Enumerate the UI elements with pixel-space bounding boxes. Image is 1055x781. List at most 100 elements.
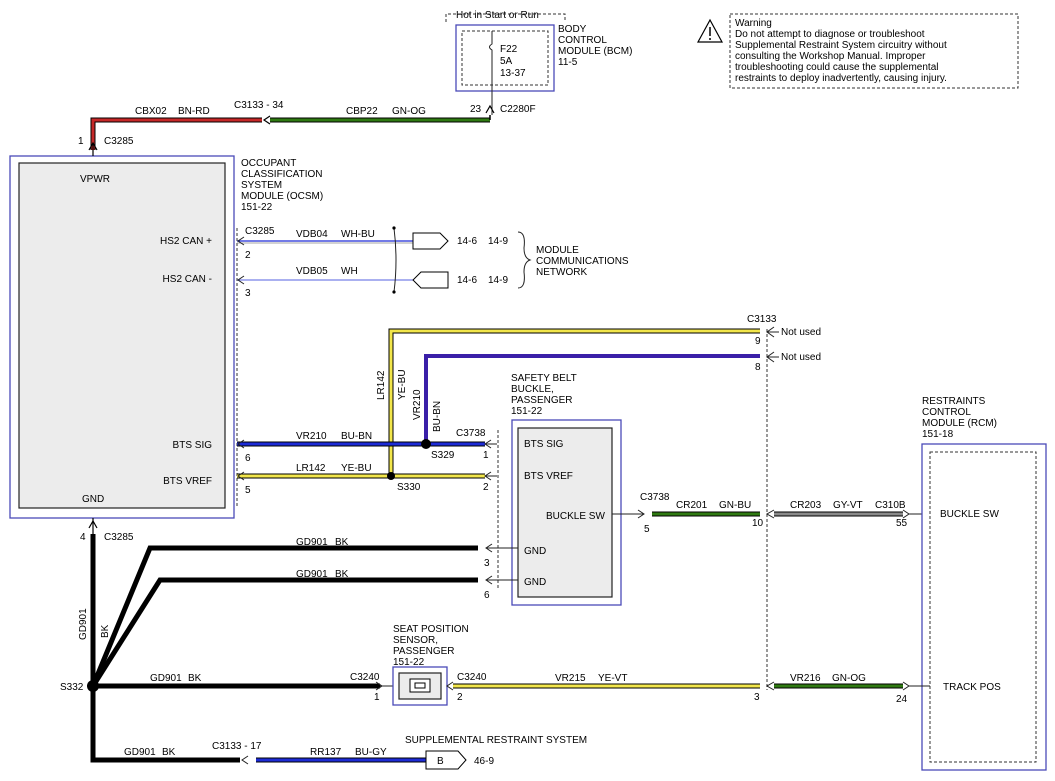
svg-text:8: 8 [755, 362, 761, 373]
buckle-bts-sig-pin: BTS SIG [524, 439, 564, 450]
svg-text:BU-GY: BU-GY [355, 747, 387, 758]
svg-text:14-9: 14-9 [488, 275, 508, 286]
connector-c3285-gnd: C3285 [104, 532, 134, 543]
rcm-track-pos-pin: TRACK POS [943, 682, 1001, 693]
svg-text:1: 1 [374, 692, 380, 703]
svg-text:BODY: BODY [558, 24, 587, 35]
svg-text:55: 55 [896, 518, 908, 529]
rcm-title: RESTRAINTS CONTROL MODULE (RCM) 151-18 [922, 396, 997, 440]
svg-text:11-5: 11-5 [558, 57, 578, 68]
svg-text:PASSENGER: PASSENGER [511, 395, 573, 406]
svg-text:VR210: VR210 [412, 389, 423, 420]
svg-text:BK: BK [335, 569, 349, 580]
svg-text:151-22: 151-22 [511, 406, 543, 417]
connector-c3133-17: C3133 - 17 [212, 741, 262, 752]
svg-text:GN-BU: GN-BU [719, 500, 751, 511]
svg-text:GD901: GD901 [296, 569, 328, 580]
svg-text:VR216: VR216 [790, 673, 821, 684]
svg-text:GD901: GD901 [78, 608, 89, 640]
svg-text:Supplemental Restraint System: Supplemental Restraint System circuitry … [735, 40, 947, 51]
ocsm-hs2-can-minus-pin: HS2 CAN - [163, 274, 212, 285]
svg-text:GD901: GD901 [124, 747, 156, 758]
svg-text:BU-BN: BU-BN [432, 401, 443, 432]
svg-text:23: 23 [470, 104, 482, 115]
rcm-box [921, 443, 1047, 771]
warning-box [729, 13, 1019, 89]
svg-text:3: 3 [245, 288, 251, 299]
svg-text:RR137: RR137 [310, 747, 342, 758]
svg-text:9: 9 [755, 336, 761, 347]
connector-c3240-left: C3240 [350, 672, 380, 683]
svg-text:LR142: LR142 [376, 370, 387, 400]
svg-text:CR203: CR203 [790, 500, 822, 511]
svg-text:OCCUPANT: OCCUPANT [241, 158, 296, 169]
svg-text:BK: BK [335, 537, 349, 548]
wire-vr210-riser [424, 354, 760, 444]
ocsm-title: OCCUPANT CLASSIFICATION SYSTEM MODULE (O… [241, 158, 323, 213]
wire-gd901-lower [90, 577, 478, 688]
svg-text:14-6: 14-6 [457, 236, 477, 247]
svg-text:BN-RD: BN-RD [178, 106, 210, 117]
svg-text:GD901: GD901 [296, 537, 328, 548]
svg-text:151-22: 151-22 [393, 657, 425, 668]
network-label: MODULE COMMUNICATIONS NETWORK [536, 245, 629, 278]
svg-text:Do not attempt to diagnose or: Do not attempt to diagnose or troublesho… [735, 29, 925, 40]
bcm-box [455, 24, 555, 92]
svg-text:BU-BN: BU-BN [341, 431, 372, 442]
svg-text:COMMUNICATIONS: COMMUNICATIONS [536, 256, 629, 267]
svg-text:GN-OG: GN-OG [832, 673, 866, 684]
svg-text:SENSOR,: SENSOR, [393, 635, 438, 646]
svg-text:restraints to deploy inadverte: restraints to deploy inadvertently, caus… [735, 73, 947, 84]
svg-text:YE-BU: YE-BU [341, 463, 372, 474]
svg-text:5A: 5A [500, 56, 513, 67]
svg-text:GN-OG: GN-OG [392, 106, 426, 117]
svg-text:24: 24 [896, 694, 908, 705]
connector-c3285-can: C3285 [245, 226, 275, 237]
svg-text:6: 6 [484, 590, 490, 601]
svg-text:CONTROL: CONTROL [922, 407, 971, 418]
svg-text:CBP22: CBP22 [346, 106, 378, 117]
warning-text: Warning Do not attempt to diagnose or tr… [735, 18, 947, 84]
svg-text:3: 3 [484, 558, 490, 569]
connector-c3133-right: C3133 [747, 314, 777, 325]
svg-text:6: 6 [245, 453, 251, 464]
svg-text:4: 4 [80, 532, 86, 543]
svg-text:troubleshooting could cause th: troubleshooting could cause the suppleme… [735, 62, 938, 73]
connector-c2280f: C2280F [500, 104, 536, 115]
svg-text:MODULE (BCM): MODULE (BCM) [558, 46, 632, 57]
svg-text:BK: BK [100, 624, 111, 638]
seat-sensor-icon [409, 678, 431, 693]
svg-text:WH-BU: WH-BU [341, 229, 375, 240]
svg-text:14-6: 14-6 [457, 275, 477, 286]
svg-text:S329: S329 [431, 450, 455, 461]
svg-text:46-9: 46-9 [474, 756, 494, 767]
svg-text:YE-VT: YE-VT [598, 673, 627, 684]
svg-text:13-37: 13-37 [500, 68, 526, 79]
svg-text:SAFETY BELT: SAFETY BELT [511, 373, 577, 384]
svg-text:VDB05: VDB05 [296, 266, 328, 277]
connector-c3738-bottom: C3738 [640, 492, 670, 503]
svg-text:10: 10 [752, 518, 764, 529]
connector-c310b: C310B [875, 500, 906, 511]
svg-text:CBX02: CBX02 [135, 106, 167, 117]
svg-text:Not used: Not used [781, 327, 821, 338]
svg-text:BK: BK [188, 673, 202, 684]
svg-text:CR201: CR201 [676, 500, 708, 511]
wire-gd901-srs [90, 740, 240, 763]
buckle-sw-pin: BUCKLE SW [546, 511, 605, 522]
svg-text:Warning: Warning [735, 18, 772, 29]
svg-text:B: B [437, 756, 444, 767]
svg-text:Not used: Not used [781, 352, 821, 363]
svg-text:5: 5 [644, 524, 650, 535]
svg-text:GD901: GD901 [150, 673, 182, 684]
svg-text:MODULE (OCSM): MODULE (OCSM) [241, 191, 323, 202]
svg-text:5: 5 [245, 485, 251, 496]
svg-text:151-18: 151-18 [922, 429, 954, 440]
svg-text:2: 2 [457, 692, 463, 703]
svg-text:1: 1 [483, 450, 489, 461]
svg-text:14-9: 14-9 [488, 236, 508, 247]
ocsm-bts-vref-pin: BTS VREF [163, 476, 212, 487]
svg-text:WH: WH [341, 266, 358, 277]
can-plus-connector-icon [412, 232, 449, 250]
splice-s330 [387, 472, 395, 480]
